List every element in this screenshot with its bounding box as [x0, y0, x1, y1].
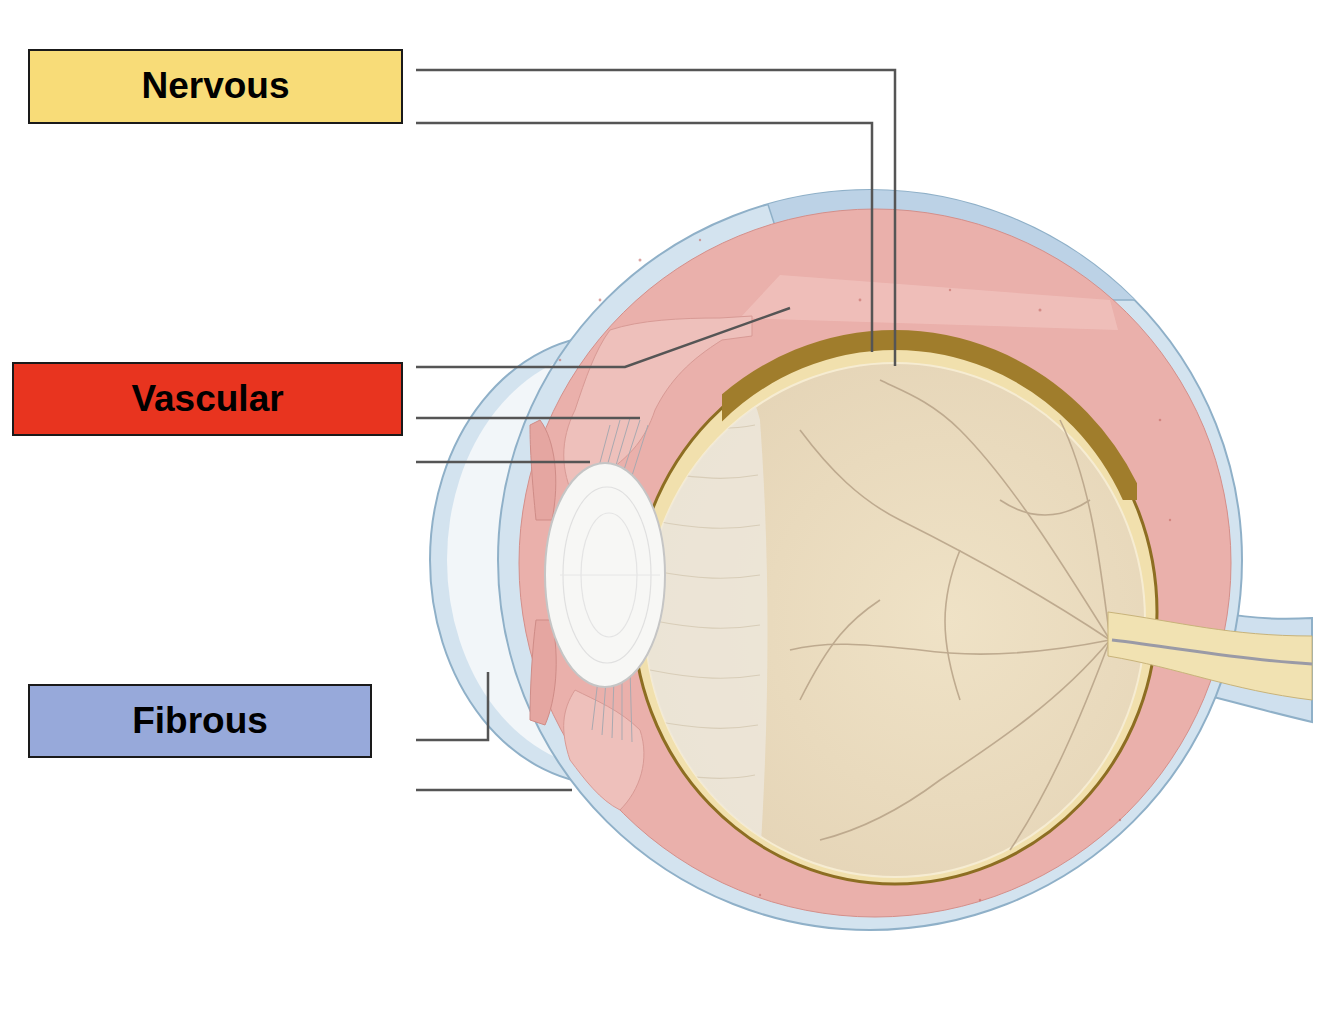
leader-line — [416, 417, 640, 420]
leader-line — [416, 123, 872, 352]
retina-cut — [722, 340, 1137, 500]
choroid-cut-face — [740, 275, 1118, 330]
central-vessel — [1112, 640, 1312, 664]
leader-lines — [416, 70, 895, 790]
sclera — [498, 190, 1242, 930]
layer-label-box: Nervous — [28, 49, 403, 124]
layer-label-box: Vascular — [12, 362, 403, 436]
choroid — [519, 209, 1231, 917]
iris-lower — [530, 620, 556, 725]
layer-label-box: Fibrous — [28, 684, 372, 758]
leader-line — [416, 70, 895, 366]
retina-cut-band — [722, 340, 1137, 500]
lens — [545, 463, 665, 687]
iris-upper — [530, 420, 556, 520]
choroid-speckles — [559, 239, 1172, 902]
leader-line — [416, 461, 590, 464]
leader-line — [416, 672, 488, 740]
lens-line — [560, 575, 660, 576]
optic-nerve — [1108, 612, 1312, 700]
layer-name: Fibrous — [132, 701, 268, 742]
vitreous-ridges — [650, 420, 760, 778]
layer-name: Nervous — [141, 66, 289, 107]
leader-line — [416, 308, 790, 367]
retinal-vessels — [790, 380, 1110, 850]
leader-line — [416, 789, 572, 792]
layer-name: Vascular — [131, 379, 283, 420]
